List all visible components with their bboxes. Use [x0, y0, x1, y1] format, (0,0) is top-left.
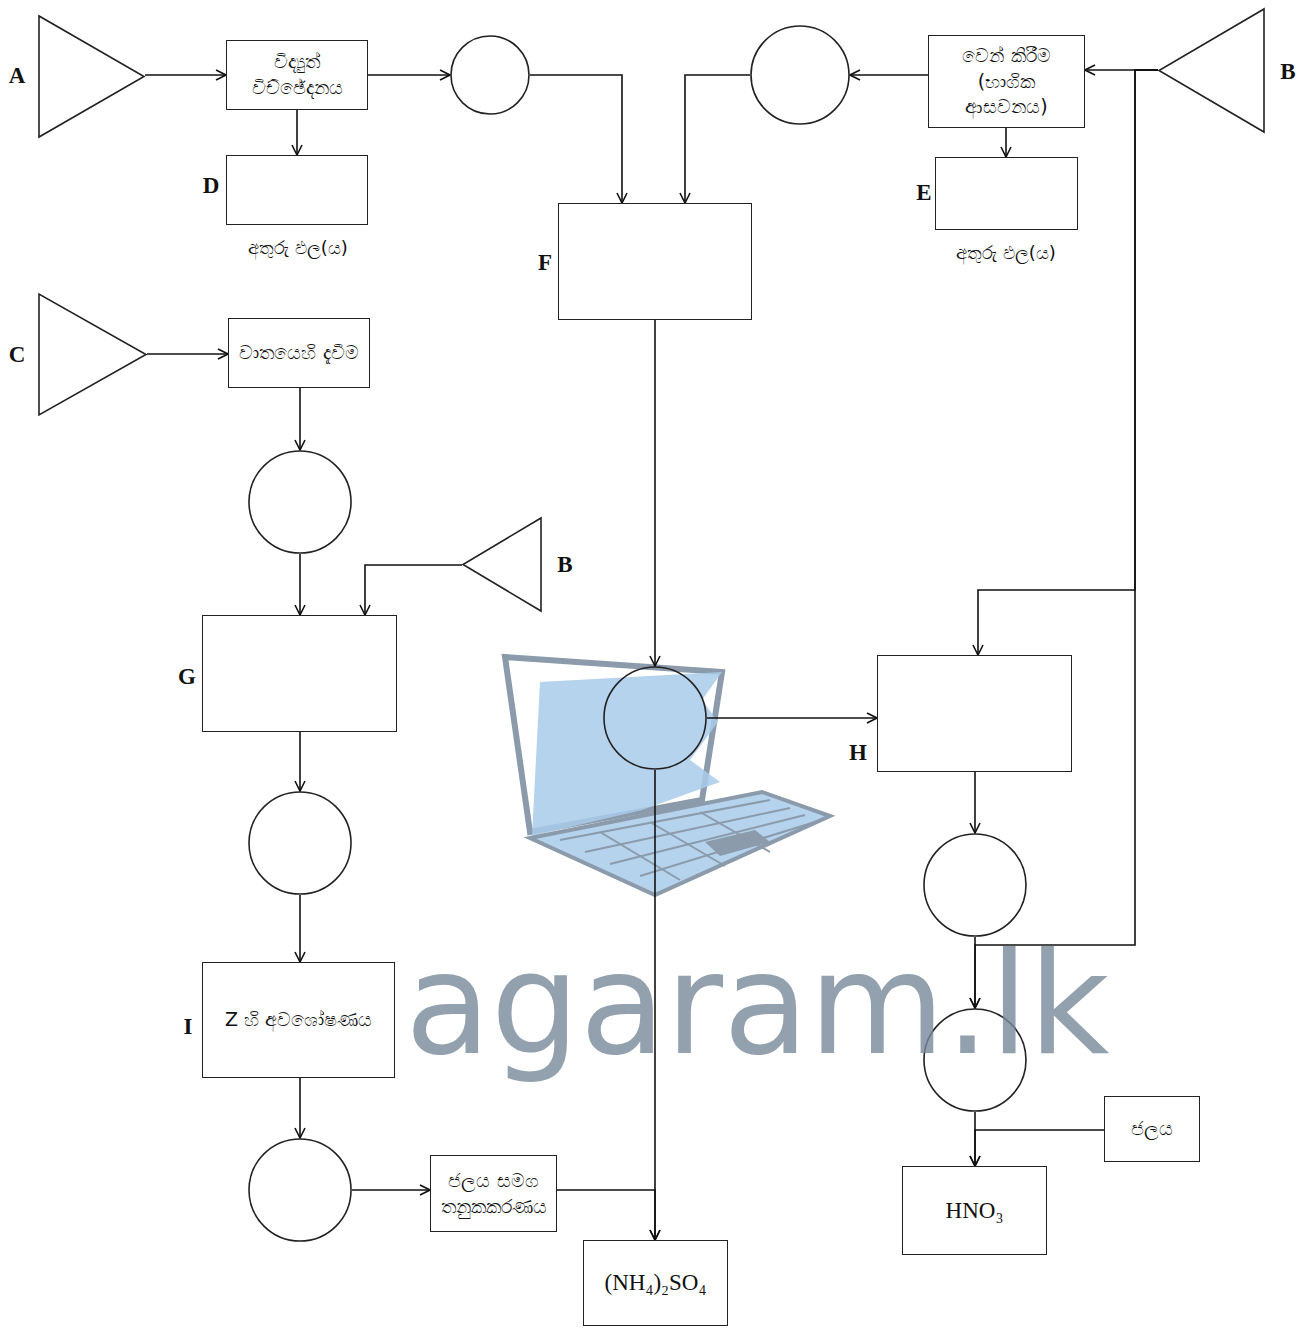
circle-outline [249, 1139, 351, 1241]
source-triangle: C [38, 293, 147, 416]
process-box: H [877, 655, 1072, 772]
flow-arrow [654, 320, 656, 666]
flow-arrow [296, 110, 298, 155]
circle-outline [249, 451, 351, 553]
letter-label: H [849, 740, 867, 766]
node-text: ජලය සමග තනුකකරණය [434, 1166, 553, 1221]
flow-arrow [1005, 128, 1007, 157]
byproduct-label: අතුරු ඵල(ය) [956, 242, 1056, 264]
process-box: වාතයෙහි දැවීම [228, 318, 370, 388]
laptop-keys [560, 800, 815, 880]
shape-outline [248, 450, 352, 554]
shape-outline [462, 517, 542, 612]
process-box: (NH₄)₂SO₄ [583, 1240, 728, 1326]
flow-arrow [685, 75, 750, 203]
letter-label: B [557, 552, 572, 578]
source-triangle: A [38, 15, 145, 138]
shape-outline [750, 25, 850, 125]
shape-outline [38, 293, 147, 416]
flow-arrow [145, 74, 226, 76]
flow-arrow [530, 75, 622, 203]
circle-outline [249, 792, 351, 894]
shape-outline [248, 1138, 352, 1242]
process-box: IZ හි අවශෝෂණය [202, 962, 395, 1078]
shape-outline [603, 666, 707, 770]
triangle-outline [39, 16, 144, 137]
product-circle [450, 35, 530, 115]
node-text: විද්‍යුත් විච්ඡේදනය [230, 47, 364, 102]
flow-arrow [299, 1078, 301, 1138]
circle-outline [451, 36, 529, 114]
process-box: HNO₃ [902, 1166, 1047, 1255]
letter-label: F [538, 250, 552, 276]
process-box: Eඅතුරු ඵල(ය) [935, 157, 1078, 230]
process-box: ජලය සමග තනුකකරණය [430, 1155, 557, 1232]
process-box: විද්‍යුත් විච්ඡේදනය [226, 40, 368, 110]
flow-arrow [557, 1190, 655, 1240]
letter-label: B [1280, 59, 1295, 85]
flow-arrow [707, 717, 877, 719]
shape-outline [38, 15, 145, 138]
source-triangle: B [1158, 8, 1265, 133]
triangle-outline [1159, 9, 1264, 132]
letter-label: G [178, 664, 196, 690]
letter-label: C [9, 342, 26, 368]
letter-label: D [203, 173, 220, 199]
node-text: වෙන් කිරීම (භාගික ආසවනය) [932, 41, 1081, 122]
product-circle [750, 25, 850, 125]
flow-arrow [975, 1130, 1104, 1166]
node-text: (NH₄)₂SO₄ [601, 1265, 711, 1300]
circle-outline [924, 834, 1026, 936]
letter-label: I [184, 1014, 193, 1040]
process-box: F [558, 203, 752, 320]
product-circle [603, 666, 707, 770]
process-box: Dඅතුරු ඵල(ය) [226, 155, 368, 225]
letter-label: A [9, 63, 26, 89]
flow-arrow [299, 895, 301, 962]
shape-outline [450, 35, 530, 115]
product-circle [248, 791, 352, 895]
triangle-outline [463, 518, 541, 611]
laptop-keyboard [530, 792, 830, 895]
product-circle [923, 833, 1027, 937]
watermark-text: agaram.lk [405, 935, 1110, 1075]
node-text: වාතයෙහි දැවීම [235, 338, 362, 368]
product-circle [248, 450, 352, 554]
circle-outline [751, 26, 849, 124]
laptop-touchpad [705, 830, 770, 856]
letter-label: E [916, 180, 931, 206]
flow-arrow [147, 353, 228, 355]
flow-arrow [299, 554, 301, 615]
process-box: වෙන් කිරීම (භාගික ආසවනය) [928, 35, 1085, 128]
shape-outline [923, 833, 1027, 937]
flow-arrow [299, 732, 301, 791]
node-text: HNO₃ [942, 1193, 1008, 1228]
flow-arrow [974, 772, 976, 833]
flow-arrow [368, 74, 450, 76]
node-text: Z හි අවශෝෂණය [221, 1005, 376, 1035]
shape-outline [248, 791, 352, 895]
flow-arrow [850, 74, 928, 76]
flow-arrow [299, 388, 301, 450]
process-box: ජලය [1104, 1096, 1200, 1162]
process-box: G [202, 615, 397, 732]
node-text: ජලය [1127, 1114, 1177, 1144]
source-triangle: B [462, 517, 542, 612]
circle-outline [604, 667, 706, 769]
triangle-outline [39, 294, 146, 415]
flow-arrow [365, 565, 462, 615]
byproduct-label: අතුරු ඵල(ය) [248, 237, 348, 259]
flow-arrow [352, 1189, 430, 1191]
shape-outline [1158, 8, 1265, 133]
product-circle [248, 1138, 352, 1242]
